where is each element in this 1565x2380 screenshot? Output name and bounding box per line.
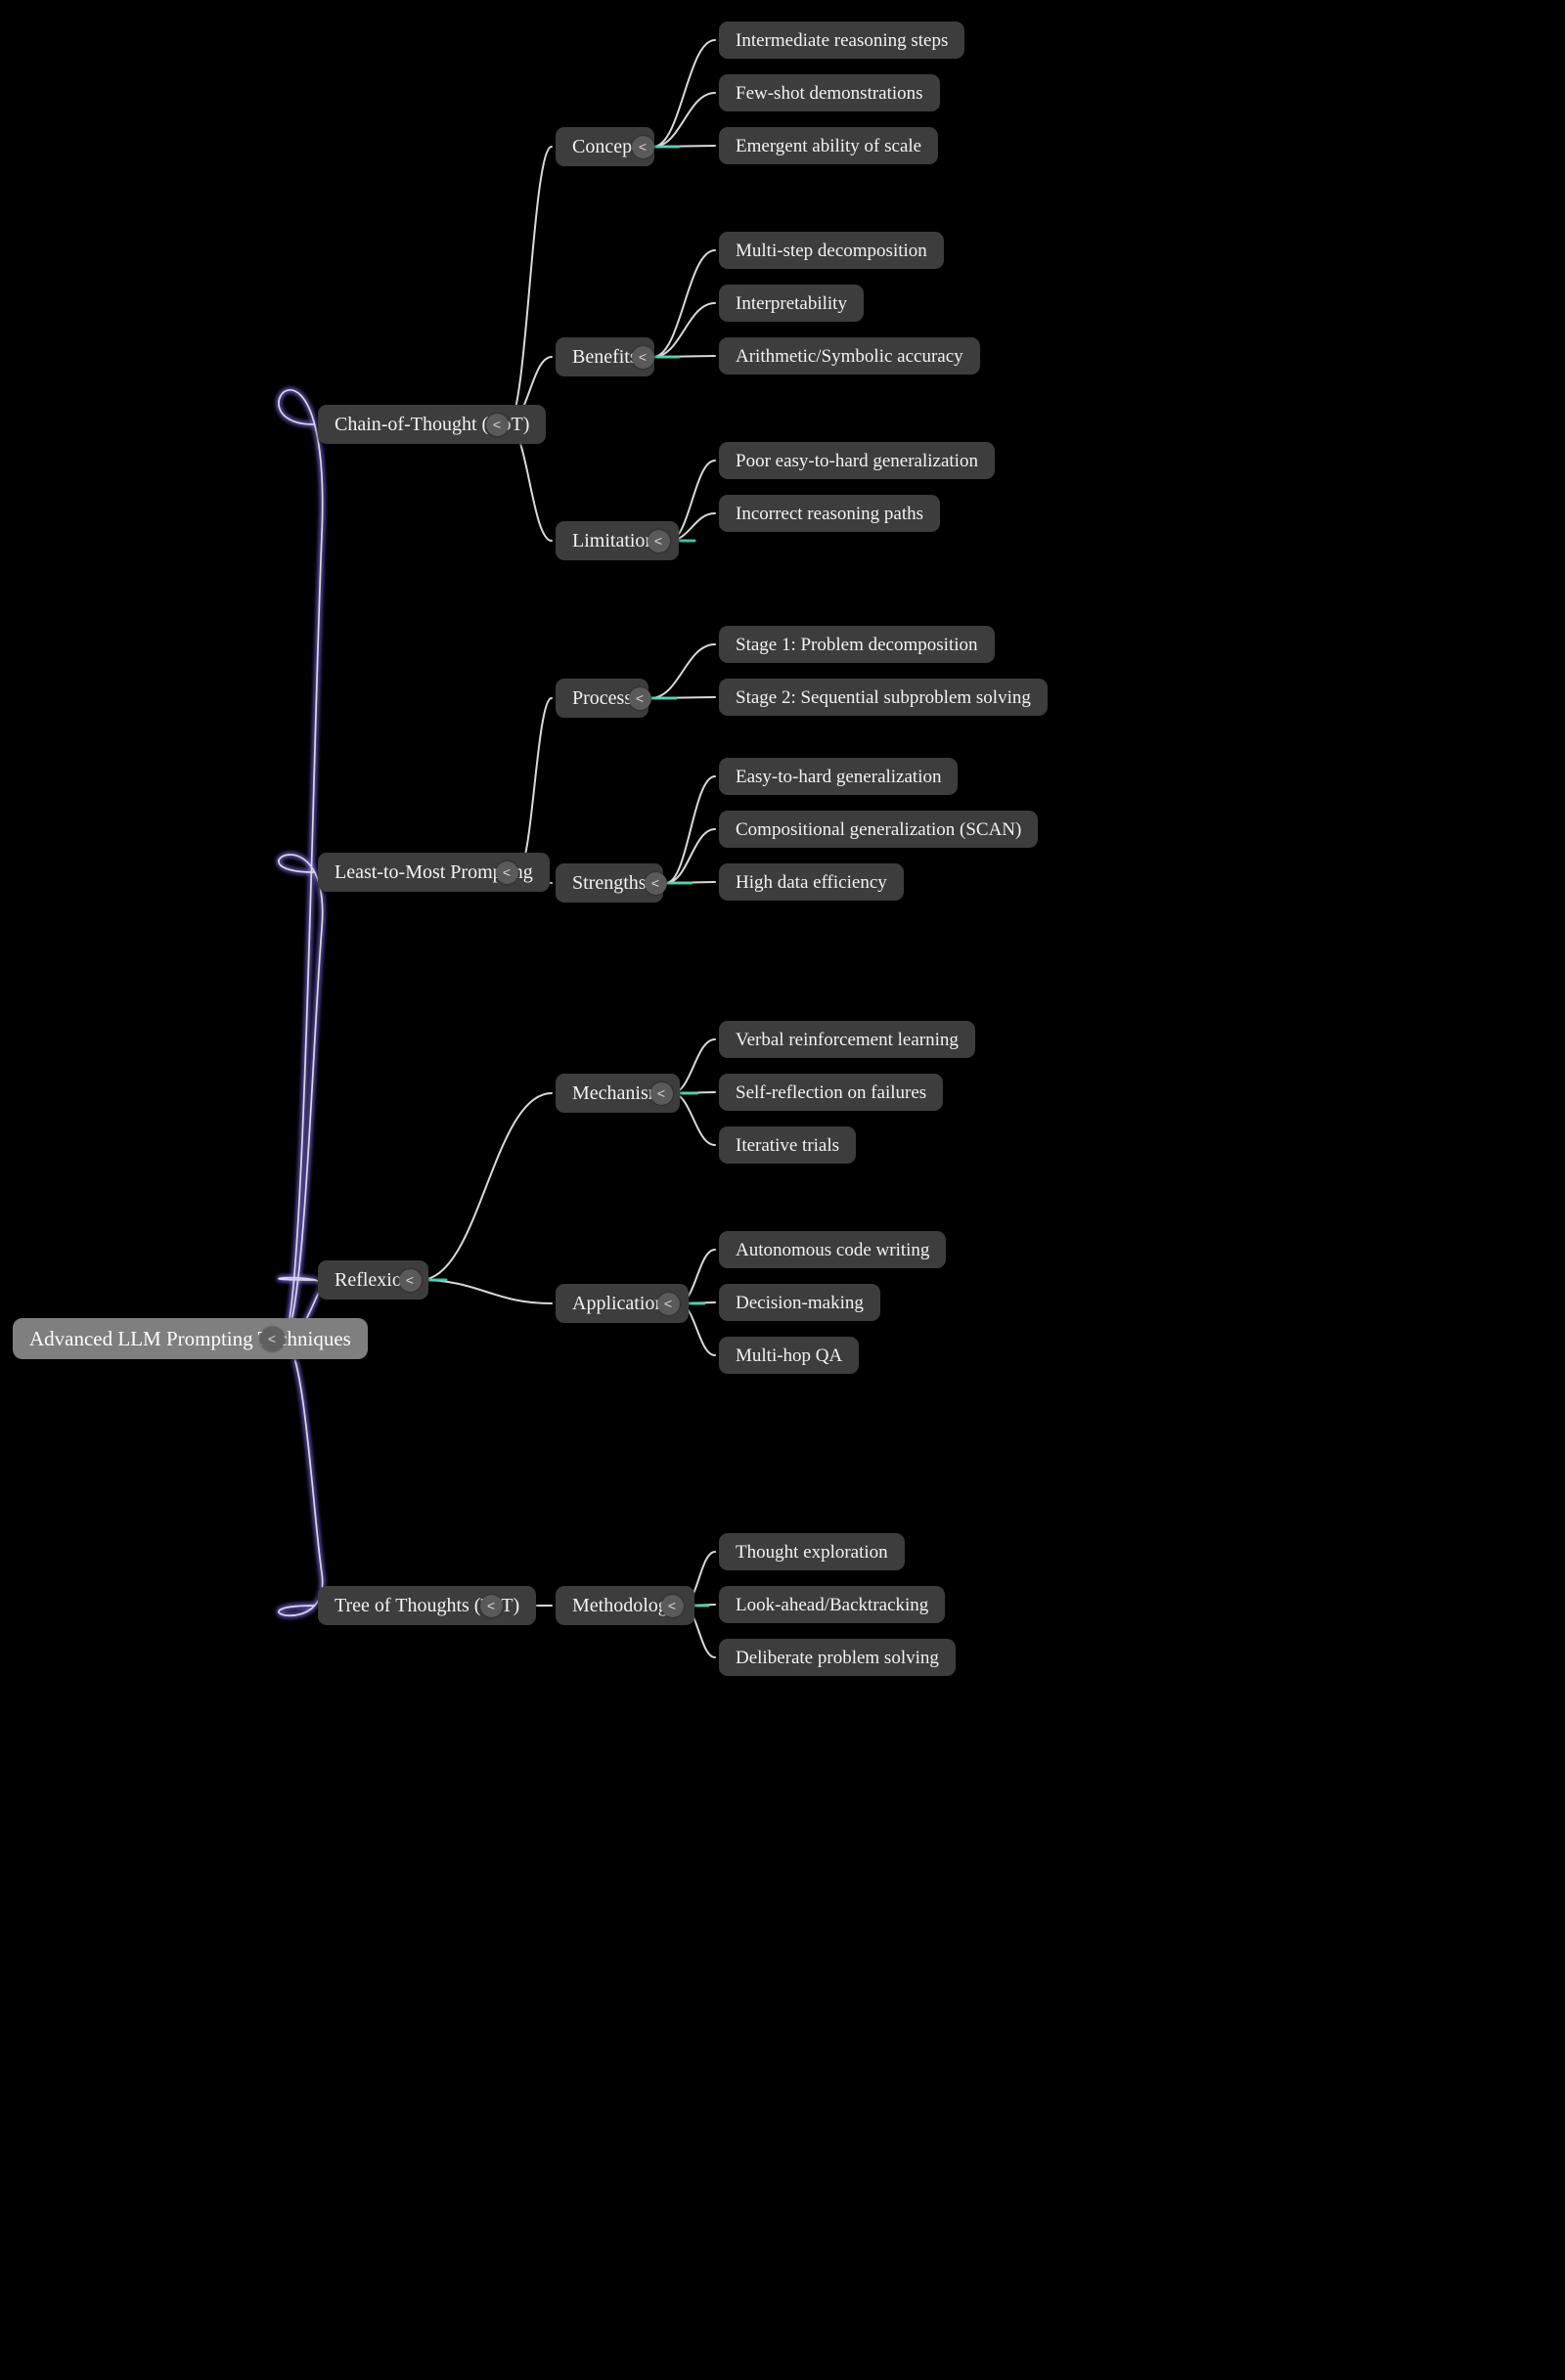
edge [665,881,716,884]
collapse-toggle-icon[interactable]: < [398,1268,422,1292]
collapse-toggle-icon[interactable]: < [631,345,654,369]
mindmap-node[interactable]: Tree of Thoughts (ToT) [318,1586,537,1625]
edge [652,145,716,148]
edge [278,1338,324,1617]
mindmap-node[interactable]: Deliberate problem solving [719,1639,956,1676]
node-label: Arithmetic/Symbolic accuracy [736,345,963,367]
node-label: Process [572,687,633,709]
mindmap-node[interactable]: Stage 1: Problem decomposition [719,626,995,663]
node-label: Self-reflection on failures [736,1081,927,1103]
edge-glow [277,388,325,1341]
edge [649,643,716,699]
mindmap-node[interactable]: Easy-to-hard generalization [719,758,959,795]
mindmap-node[interactable]: Self-reflection on failures [719,1074,944,1111]
mindmap-node[interactable]: Look-ahead/Backtracking [719,1586,946,1623]
node-label: Poor easy-to-hard generalization [736,450,978,471]
node-label: Methodology [572,1595,678,1616]
node-label: Concept [572,136,638,157]
mindmap-node[interactable]: Autonomous code writing [719,1231,947,1268]
edge [420,1279,553,1304]
node-label: Chain-of-Thought (CoT) [335,414,530,435]
node-label: Deliberate problem solving [736,1647,939,1668]
edge-glow-group [277,388,325,1617]
mindmap-node[interactable]: Arithmetic/Symbolic accuracy [719,337,980,375]
node-label: Applications [572,1293,673,1314]
node-label: Strengths [572,872,647,894]
edge [516,697,553,873]
mindmap-node[interactable]: Verbal reinforcement learning [719,1021,975,1058]
node-label: Least-to-Most Prompting [335,861,533,883]
node-label: Incorrect reasoning paths [736,503,924,524]
collapse-toggle-icon[interactable]: < [628,686,651,710]
node-label: Iterative trials [736,1134,840,1156]
mindmap-node[interactable]: Thought exploration [719,1533,905,1570]
collapse-toggle-icon[interactable]: < [479,1594,503,1617]
mindmap-root-node[interactable]: Advanced LLM Prompting Techniques [13,1318,368,1359]
node-label: Limitations [572,530,663,551]
node-label: Easy-to-hard generalization [736,766,942,787]
collapse-toggle-icon[interactable]: < [631,135,654,158]
node-label: Emergent ability of scale [736,135,922,156]
edge [507,146,553,425]
mindmap-node[interactable]: Poor easy-to-hard generalization [719,442,995,479]
edge [278,854,324,1340]
collapse-toggle-icon[interactable]: < [649,1081,673,1105]
mindmap-node[interactable]: Chain-of-Thought (CoT) [318,405,547,444]
mindmap-node[interactable]: Few-shot demonstrations [719,74,940,111]
node-label: Thought exploration [736,1541,888,1563]
edge-glow [277,1337,325,1617]
node-label: Advanced LLM Prompting Techniques [29,1326,351,1350]
collapse-toggle-icon[interactable]: < [660,1594,684,1617]
node-label: Multi-hop QA [736,1344,843,1366]
node-label: Look-ahead/Backtracking [736,1594,929,1615]
edge [278,388,324,1340]
node-label: Interpretability [736,292,847,314]
collapse-toggle-icon[interactable]: < [259,1326,285,1351]
node-label: High data efficiency [736,871,887,893]
edge [652,39,716,148]
mindmap-node[interactable]: Decision-making [719,1284,880,1321]
node-label: Mechanism [572,1082,664,1104]
mindmap-node[interactable]: Stage 2: Sequential subproblem solving [719,679,1048,716]
edge [649,696,716,699]
mindmap-node[interactable]: Emergent ability of scale [719,127,939,164]
edge [652,249,716,358]
mindmap-node[interactable]: Intermediate reasoning steps [719,22,965,59]
node-label: Stage 1: Problem decomposition [736,634,978,655]
mindmap-node[interactable]: Interpretability [719,285,864,322]
edge [652,92,716,148]
edge-main-group [278,39,716,1658]
edge [652,355,716,358]
node-label: Verbal reinforcement learning [736,1029,959,1050]
node-label: Tree of Thoughts (ToT) [335,1595,520,1616]
edge-glow [277,853,325,1341]
edge [420,1092,553,1281]
collapse-toggle-icon[interactable]: < [485,413,509,436]
mindmap-node[interactable]: Compositional generalization (SCAN) [719,811,1039,848]
node-label: Compositional generalization (SCAN) [736,818,1022,840]
node-label: Decision-making [736,1292,864,1313]
node-label: Stage 2: Sequential subproblem solving [736,686,1031,708]
collapse-toggle-icon[interactable]: < [647,529,670,552]
node-label: Reflexion [335,1269,412,1291]
node-label: Autonomous code writing [736,1239,930,1260]
node-label: Benefits [572,346,638,368]
edge [665,828,716,884]
edge [665,775,716,884]
edge [652,302,716,358]
node-label: Few-shot demonstrations [736,82,923,104]
collapse-toggle-icon[interactable]: < [644,871,667,895]
collapse-toggle-icon[interactable]: < [656,1292,680,1315]
node-label: Multi-step decomposition [736,240,927,261]
mindmap-node[interactable]: High data efficiency [719,863,904,901]
mindmap-node[interactable]: Iterative trials [719,1126,857,1164]
mindmap-node[interactable]: Multi-hop QA [719,1337,860,1374]
node-label: Intermediate reasoning steps [736,29,949,51]
mindmap-node[interactable]: Incorrect reasoning paths [719,495,941,532]
mindmap-node[interactable]: Multi-step decomposition [719,232,944,269]
collapse-toggle-icon[interactable]: < [495,860,518,884]
